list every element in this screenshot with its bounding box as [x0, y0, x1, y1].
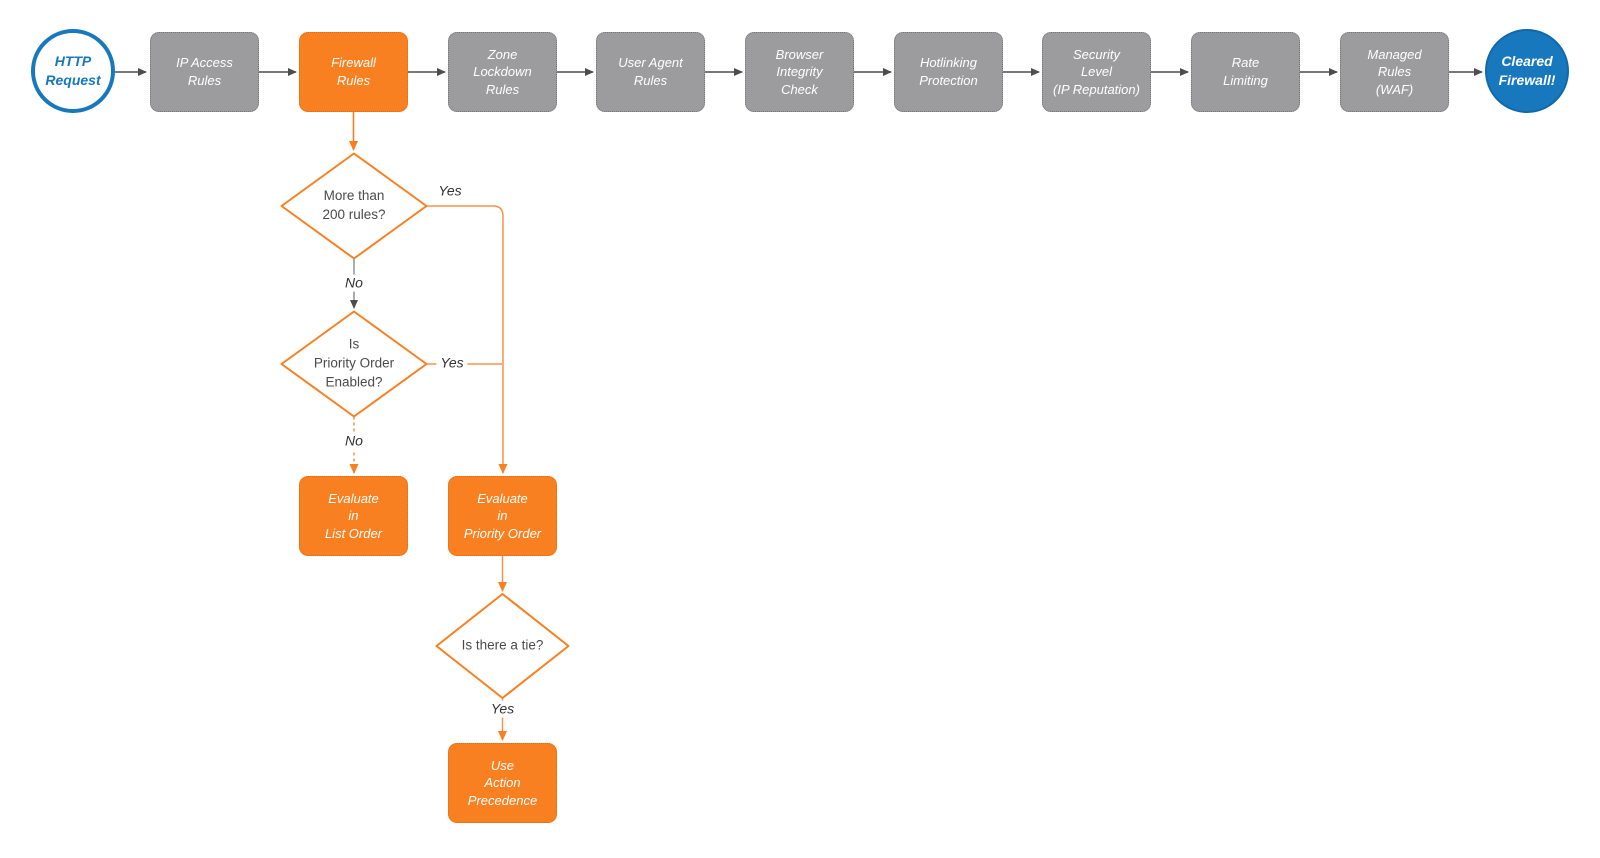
decision-label-more-than-200-rules: More than 200 rules? [322, 188, 386, 222]
step-zone-lockdown-rules: Zone Lockdown Rules [448, 32, 557, 112]
step-hotlinking-protection: Hotlinking Protection [894, 32, 1003, 112]
step-managed-rules-waf: Managed Rules (WAF) [1340, 32, 1449, 112]
start-node-http-request: HTTP Request [31, 29, 115, 113]
step-ip-access-rules: IP Access Rules [150, 32, 259, 112]
edge-label-yes-more-than-200: Yes [434, 182, 466, 200]
step-user-agent-rules: User Agent Rules [596, 32, 705, 112]
process-evaluate-in-priority-order: Evaluate in Priority Order [448, 476, 557, 556]
decision-label-is-there-a-tie: Is there a tie? [461, 637, 544, 653]
step-security-level-ip-reputation: Security Level (IP Reputation) [1042, 32, 1151, 112]
decision-shape-more-than-200-rules [280, 152, 428, 260]
decision-label-priority-order-enabled: Is Priority Order Enabled? [313, 336, 395, 390]
edge-label-yes-priority-enabled: Yes [436, 354, 468, 372]
step-firewall-rules: Firewall Rules [299, 32, 408, 112]
edge-label-no-priority-enabled: No [341, 432, 367, 450]
edge-label-no-more-than-200: No [341, 274, 367, 292]
edge-label-yes-is-there-a-tie: Yes [486, 700, 519, 718]
decision-shape-is-there-a-tie [435, 593, 570, 699]
process-evaluate-in-list-order: Evaluate in List Order [299, 476, 408, 556]
end-node-cleared-firewall: Cleared Firewall! [1485, 29, 1569, 113]
process-use-action-precedence: Use Action Precedence [448, 743, 557, 823]
decision-shape-priority-order-enabled [280, 310, 428, 418]
edge-decision-200-yes-to-evaluate-priority [426, 205, 508, 474]
step-browser-integrity-check: Browser Integrity Check [745, 32, 854, 112]
step-rate-limiting: Rate Limiting [1191, 32, 1300, 112]
